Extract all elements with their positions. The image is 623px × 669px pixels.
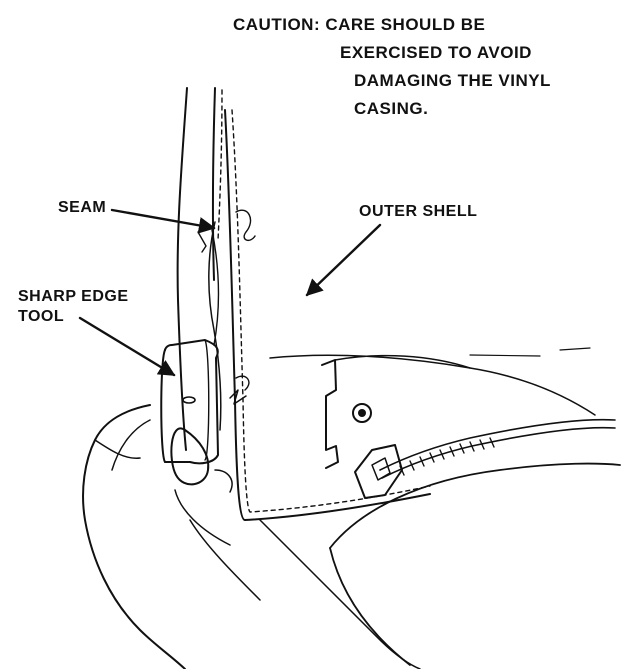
- seam-arrow: [112, 210, 214, 228]
- sharp-edge-tool: [161, 340, 218, 463]
- vinyl-casing: [178, 88, 222, 450]
- outer-shell-arrow: [307, 225, 380, 295]
- seam-line: [198, 210, 255, 430]
- sharp-edge-tool-arrow: [80, 318, 174, 375]
- zipper-assembly: [322, 356, 615, 498]
- seam-marks: [230, 376, 249, 404]
- hand: [83, 405, 260, 669]
- lower-shell-curve: [260, 464, 620, 669]
- outer-shell: [225, 110, 595, 520]
